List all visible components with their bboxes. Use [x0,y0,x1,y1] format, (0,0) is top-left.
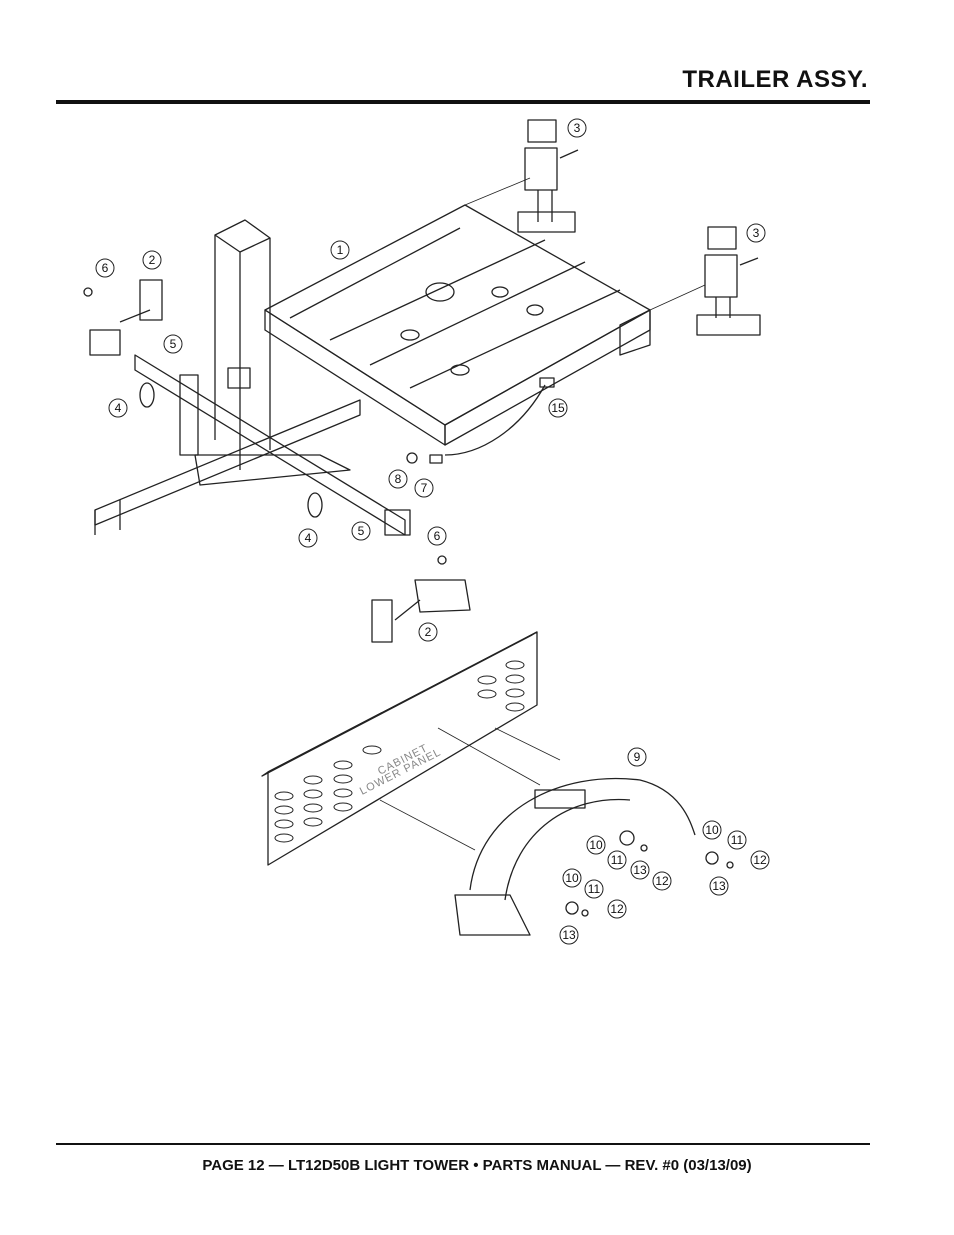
header-rule [56,100,870,104]
svg-text:12: 12 [610,902,624,916]
frame-plate [264,204,651,426]
page-footer: PAGE 12 — LT12D50B LIGHT TOWER • PARTS M… [202,1157,752,1174]
callout-13-b: 13 [709,876,729,896]
callout-1: 1 [330,240,350,260]
svg-text:11: 11 [731,833,744,847]
callout-13-a: 13 [630,860,650,880]
page-title: TRAILER ASSY. [682,66,868,93]
cabinet-lower-panel [267,631,538,866]
callout-6-right: 6 [427,526,447,546]
callout-4-left: 4 [108,398,128,418]
callout-5-left: 5 [163,334,183,354]
callout-11-a: 11 [607,850,627,870]
callout-12-c: 12 [607,899,627,919]
svg-text:4: 4 [305,531,312,545]
svg-text:7: 7 [421,481,428,495]
callout-3-right: 3 [746,223,766,243]
svg-text:15: 15 [551,401,565,415]
callout-2-left: 2 [142,250,162,270]
callout-12-a: 12 [652,871,672,891]
svg-text:3: 3 [574,121,581,135]
fender [469,777,696,891]
callout-5-bottom: 5 [351,521,371,541]
callout-9: 9 [627,747,647,767]
svg-text:13: 13 [712,879,726,893]
callout-10-b: 10 [702,820,722,840]
svg-text:11: 11 [588,882,601,896]
footer-rule [56,1143,870,1145]
callout-10-c: 10 [562,868,582,888]
svg-text:2: 2 [149,253,156,267]
callout-10-a: 10 [586,835,606,855]
callout-8: 8 [388,469,408,489]
svg-text:12: 12 [655,874,669,888]
svg-text:12: 12 [753,853,767,867]
svg-text:10: 10 [565,871,579,885]
svg-text:10: 10 [589,838,603,852]
svg-text:5: 5 [358,524,365,538]
svg-text:6: 6 [434,529,441,543]
callout-2-right: 2 [418,622,438,642]
callout-11-c: 11 [584,879,604,899]
callout-4-bottom: 4 [298,528,318,548]
svg-text:13: 13 [562,928,576,942]
callout-3-top: 3 [567,118,587,138]
svg-text:13: 13 [633,863,647,877]
svg-text:3: 3 [753,226,760,240]
callout-13-c: 13 [559,925,579,945]
svg-text:11: 11 [611,853,624,867]
callout-11-b: 11 [727,830,747,850]
svg-text:4: 4 [115,401,122,415]
svg-text:9: 9 [634,750,641,764]
callout-7: 7 [414,478,434,498]
svg-text:8: 8 [395,472,402,486]
svg-text:5: 5 [170,337,177,351]
svg-text:6: 6 [102,261,109,275]
svg-text:10: 10 [705,823,719,837]
callout-15: 15 [548,398,568,418]
callout-12-b: 12 [750,850,770,870]
svg-text:1: 1 [337,243,344,257]
svg-text:2: 2 [425,625,432,639]
callout-6-left: 6 [95,258,115,278]
